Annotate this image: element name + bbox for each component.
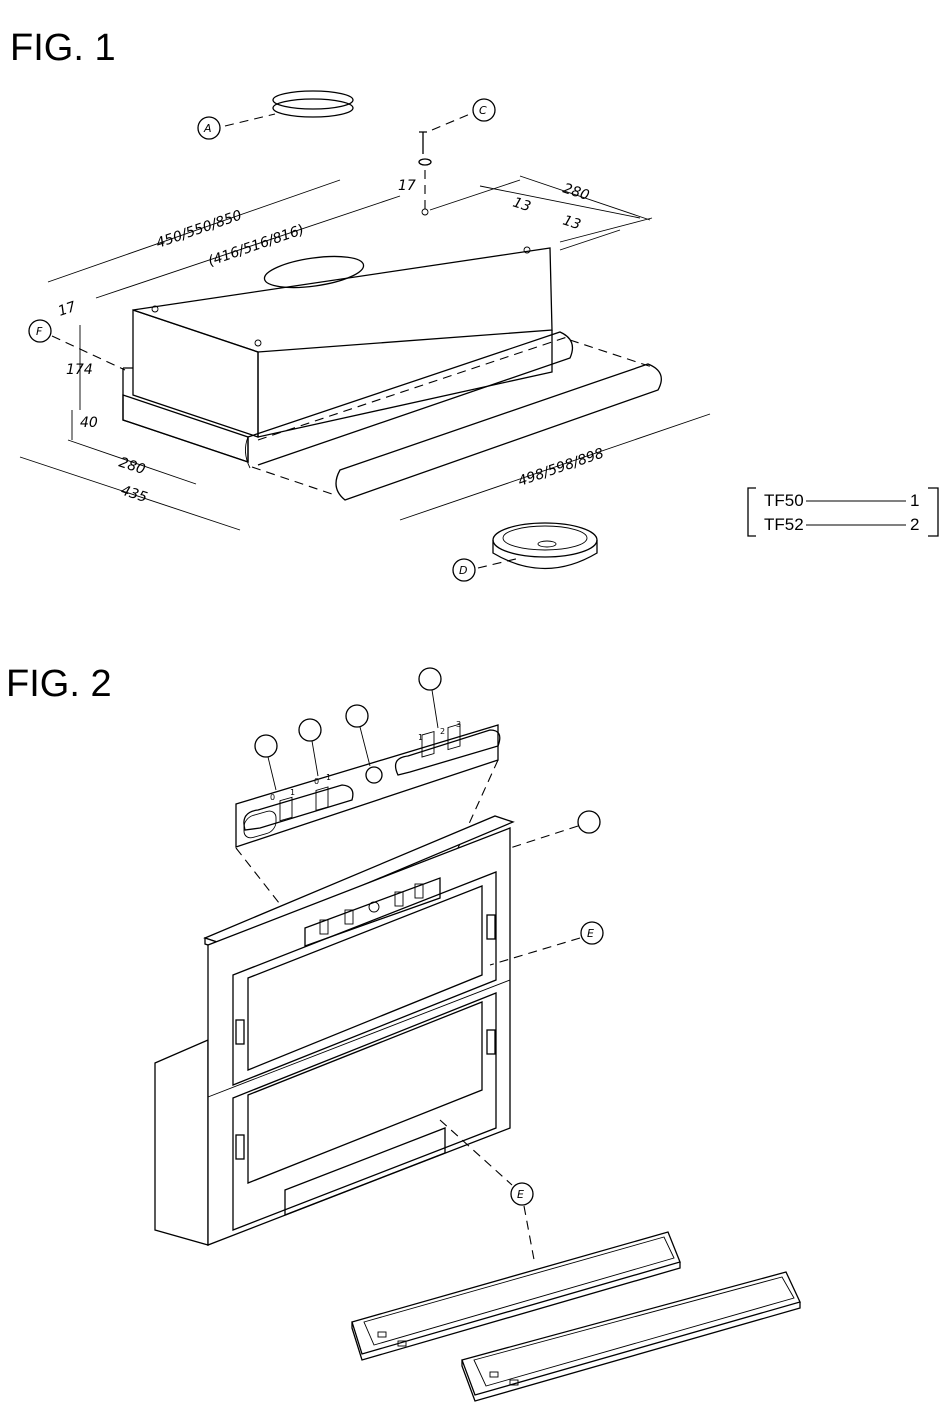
model-1-name: TF50: [764, 491, 804, 510]
model-2-number: 2: [910, 515, 919, 534]
dim-front-height: 40: [80, 415, 98, 431]
dim-depth-total: 435: [119, 483, 149, 507]
front-panel-side: [123, 395, 248, 462]
dim-top-offset: 17: [398, 178, 416, 194]
hood-top-face: [133, 248, 552, 352]
callout-c-label: C: [479, 104, 487, 117]
switch-mark-b1: 1: [326, 773, 331, 782]
model-2-name: TF52: [764, 515, 804, 534]
callout-circle-5: [578, 811, 600, 833]
dim-depth-top: 280: [561, 181, 591, 205]
model-1-number: 1: [910, 491, 919, 510]
removed-filter-1: [352, 1232, 680, 1360]
dim-width-outer: 450/550/850: [154, 207, 244, 251]
carbon-filter: [493, 523, 597, 557]
callout-a-label: A: [203, 122, 212, 135]
model-legend: TF50 1 TF52 2: [748, 488, 938, 536]
hood-side-box: [155, 1040, 208, 1245]
removed-filter-2: [462, 1272, 800, 1401]
dim-duct-offset-a: 13: [511, 195, 533, 216]
dim-depth-bottom: 280: [117, 455, 147, 479]
callout-d-label: D: [459, 564, 467, 577]
switch-mark-a0: 0: [270, 793, 275, 802]
switch-mark-b0: 0: [314, 777, 319, 786]
callout-circle-4: [419, 668, 441, 690]
callout-circle-1: [255, 735, 277, 757]
hood-front-face: [208, 828, 510, 1245]
callout-e-upper-label: E: [587, 927, 594, 940]
fig2-hood-drawing: 0 1 0 1 1 2 3: [155, 668, 800, 1401]
callout-circle-2: [299, 719, 321, 741]
front-bar: [248, 332, 572, 465]
dim-height: 174: [66, 362, 93, 378]
callout-circle-3: [346, 705, 368, 727]
fig1-hood-drawing: 450/550/850 (416/516/816) 17 13 13 280 1…: [20, 91, 710, 581]
dim-left-offset: 17: [56, 299, 78, 320]
dim-front-width: 498/598/898: [516, 445, 606, 489]
switch-mark-s3: 3: [456, 720, 461, 729]
duct-collar: [273, 91, 353, 109]
switch-mark-a1: 1: [290, 788, 295, 797]
switch-mark-s1: 1: [418, 733, 423, 742]
callout-f-label: F: [36, 325, 43, 338]
callout-e-lower-label: E: [517, 1188, 524, 1201]
dim-duct-offset-b: 13: [561, 213, 583, 234]
fig1-title: FIG. 1: [10, 27, 116, 69]
screw-hole: [422, 209, 428, 215]
fig2-title: FIG. 2: [6, 663, 112, 705]
switch-mark-s2: 2: [440, 727, 445, 736]
